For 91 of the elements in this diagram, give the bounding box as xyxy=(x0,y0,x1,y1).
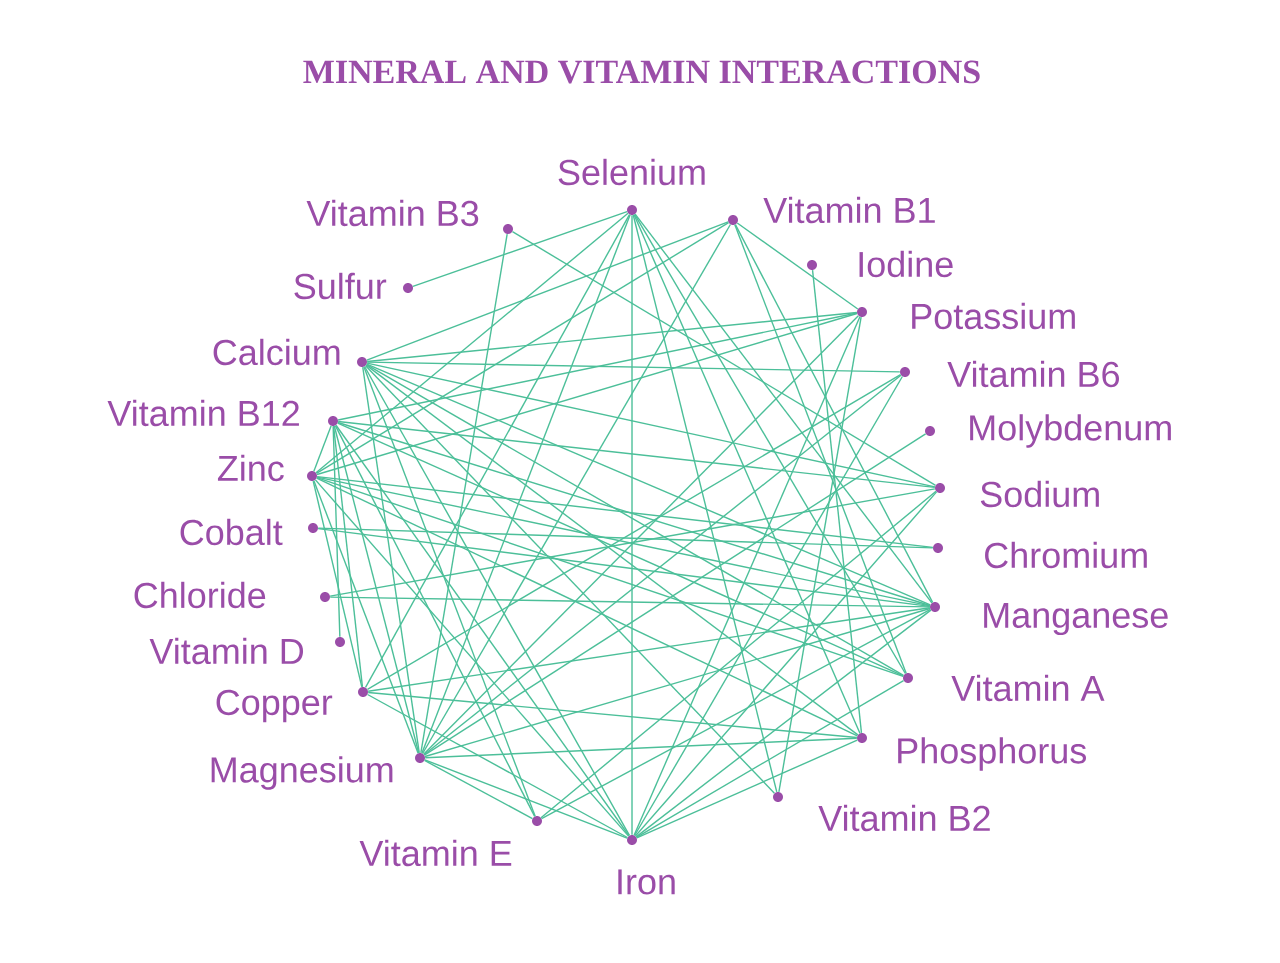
connector-line xyxy=(362,366,420,754)
connector-line xyxy=(366,221,729,361)
node-label: Selenium xyxy=(558,158,705,186)
connector-line xyxy=(334,424,536,818)
node-label: Vitamin B2 xyxy=(818,804,990,832)
node-label: Zinc xyxy=(217,454,284,482)
connector-line xyxy=(633,316,861,836)
connector-line xyxy=(337,420,936,489)
title: MINERAL AND VITAMIN INTERACTIONS xyxy=(303,60,980,84)
connector-line xyxy=(337,422,904,677)
connector-line xyxy=(316,475,934,549)
connector-line xyxy=(316,476,931,607)
connector-line xyxy=(511,230,937,486)
connector-line xyxy=(634,213,933,604)
connector-line xyxy=(329,488,936,597)
node-label: Vitamin B3 xyxy=(306,199,479,227)
node-label: Sodium xyxy=(980,480,1099,508)
connector-line xyxy=(332,425,341,638)
connector-line xyxy=(337,312,858,421)
connector-line xyxy=(633,214,861,734)
node-label: Vitamin E xyxy=(359,839,512,867)
connector-line xyxy=(363,366,536,817)
connector-line xyxy=(412,211,628,287)
connector-line xyxy=(736,222,859,310)
connector-line xyxy=(317,527,934,549)
connector-line xyxy=(422,315,860,755)
node-label: Copper xyxy=(216,689,333,723)
node-label: Iron xyxy=(618,869,675,895)
node-label: Vitamin D xyxy=(149,637,304,665)
node-label: Cobalt xyxy=(180,518,283,546)
connector-line xyxy=(363,365,631,837)
connector-line xyxy=(366,363,931,606)
connector-line xyxy=(423,433,927,756)
connector-line xyxy=(421,223,732,755)
connector-line xyxy=(424,759,628,839)
connector-line xyxy=(329,596,931,608)
connector-line xyxy=(424,607,931,758)
connector-line xyxy=(335,424,630,837)
connector-line xyxy=(366,361,901,373)
connector-line xyxy=(365,364,859,736)
node-label: Iodine xyxy=(859,250,953,278)
connector-line xyxy=(635,609,932,838)
connector-line xyxy=(312,480,363,688)
node-label: Molybdenum xyxy=(970,414,1171,448)
node-label: Chromium xyxy=(985,541,1147,569)
connector-line xyxy=(811,269,863,734)
connector-line xyxy=(333,425,420,754)
connector-line xyxy=(423,374,902,756)
connector-line xyxy=(423,759,534,820)
connector-line xyxy=(424,737,858,759)
connector-line xyxy=(315,212,629,474)
connector-line xyxy=(315,222,730,474)
connector-line xyxy=(633,375,904,837)
node-label: Chloride xyxy=(134,581,266,609)
connector-line xyxy=(540,608,932,820)
connector-line xyxy=(540,490,937,819)
connector-line xyxy=(317,527,931,608)
connector-line xyxy=(635,679,905,839)
connector-line xyxy=(366,362,936,488)
connector-line xyxy=(634,491,938,837)
connector-line xyxy=(734,224,907,674)
connector-line xyxy=(316,476,904,678)
connector-line xyxy=(314,479,630,837)
connector-line xyxy=(778,316,862,793)
connector-line xyxy=(313,425,332,472)
connector-line xyxy=(636,739,858,839)
node-label: Vitamin B12 xyxy=(107,399,299,427)
connector-line xyxy=(313,480,419,754)
connector-line xyxy=(332,425,364,688)
connector-line xyxy=(316,312,858,476)
connector-line xyxy=(367,607,931,692)
connector-line xyxy=(364,365,776,794)
connector-line xyxy=(632,214,778,793)
node-label: Calcium xyxy=(213,338,340,366)
connector-line xyxy=(421,214,631,754)
connector-line xyxy=(367,691,858,739)
connector-line xyxy=(364,213,631,689)
connector-line xyxy=(366,693,629,839)
node-label: Vitamin A xyxy=(951,674,1105,702)
node-label: Potassium xyxy=(912,302,1075,330)
node-label: Sulfur xyxy=(294,272,387,300)
node-label: Manganese xyxy=(984,602,1168,636)
node-label: Vitamin B1 xyxy=(763,196,935,224)
node-label: Vitamin B6 xyxy=(947,360,1119,388)
node-label: Magnesium xyxy=(211,756,393,790)
connector-line xyxy=(337,421,931,607)
connector-line xyxy=(734,223,934,604)
connector-line xyxy=(631,214,633,836)
connector-line xyxy=(316,477,858,737)
node-label: Phosphorus xyxy=(898,737,1086,771)
connector-line xyxy=(420,233,508,754)
